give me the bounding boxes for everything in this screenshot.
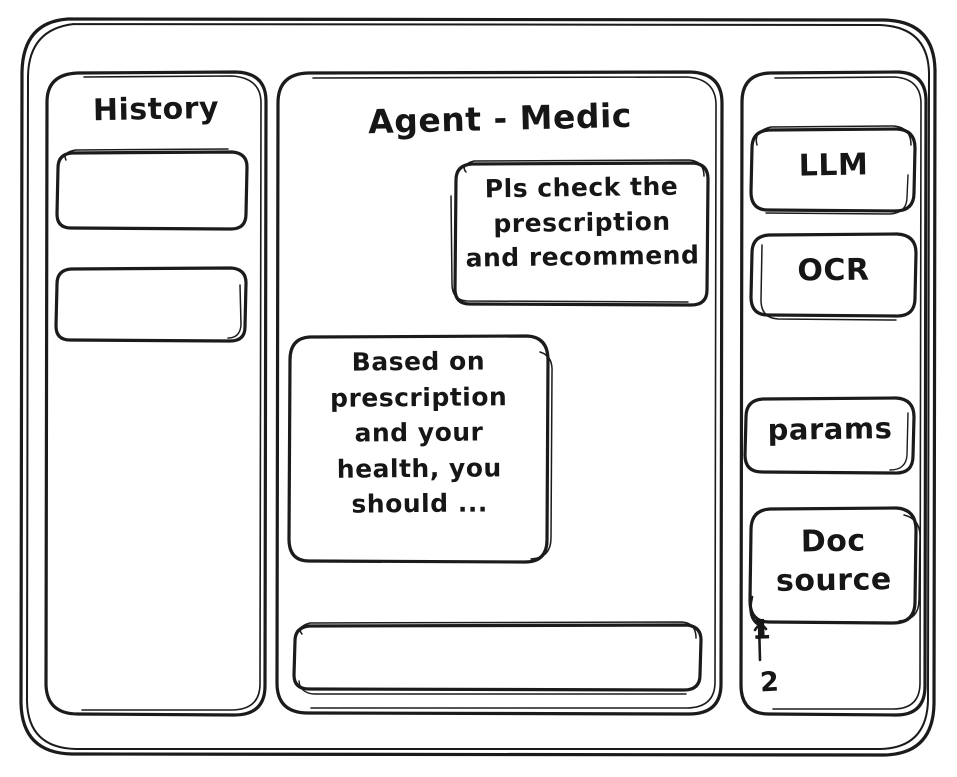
user-message-bubble: Pls check the prescription and recommend xyxy=(455,161,709,307)
tool-params-button[interactable]: params xyxy=(745,397,915,475)
tool-doc-source-button[interactable]: Doc source xyxy=(750,507,917,624)
tool-doc-source-label: Doc source xyxy=(775,523,892,599)
history-item-2[interactable] xyxy=(55,266,247,343)
tool-ocr-button[interactable]: OCR xyxy=(751,233,916,320)
tool-llm-button[interactable]: LLM xyxy=(751,127,916,214)
history-panel-title: History xyxy=(92,90,220,129)
assistant-message-bubble: Based on prescription and your health, y… xyxy=(289,335,549,564)
doc-source-item-1[interactable]: 1 xyxy=(751,614,772,647)
user-message-text: Pls check the prescription and recommend xyxy=(465,171,700,273)
composer-input[interactable] xyxy=(294,623,702,693)
assistant-message-text: Based on prescription and your health, y… xyxy=(329,346,508,519)
tool-params-label: params xyxy=(767,411,893,447)
history-item-1[interactable] xyxy=(56,150,248,231)
agent-title: Agent - Medic xyxy=(367,95,633,142)
doc-source-item-2[interactable]: 2 xyxy=(759,666,781,699)
tool-llm-label: LLM xyxy=(798,147,869,184)
tool-ocr-label: OCR xyxy=(797,252,870,289)
